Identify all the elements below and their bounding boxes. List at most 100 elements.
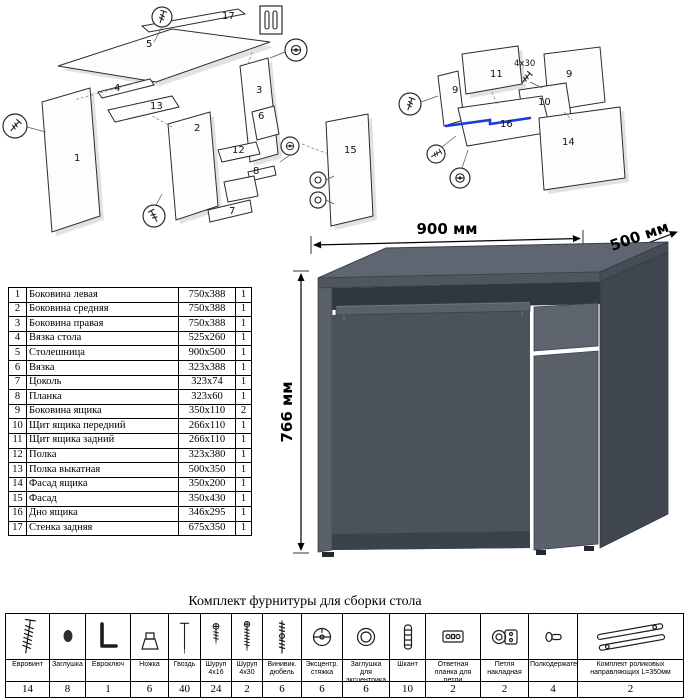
part-label-1: 1 [74, 153, 81, 164]
hardware-item: Полкодержатель 4 [529, 614, 578, 697]
part-qty-cell: 1 [235, 389, 252, 405]
part-name-cell: Цоколь [26, 374, 179, 391]
hardware-item-qty: 8 [50, 681, 85, 697]
part-qty-cell: 1 [235, 330, 252, 347]
hardware-item-qty: 40 [169, 681, 200, 697]
part-label-9-right: 9 [566, 69, 573, 80]
part-qty-cell: 1 [235, 418, 252, 434]
parts-table-row: 10 Щит ящика передний 266x110 1 [8, 418, 252, 434]
hardware-item: Ножка 6 [131, 614, 169, 697]
part-size-cell: 266x110 [178, 432, 236, 449]
hardware-item-qty: 2 [426, 681, 480, 697]
part-number-cell: 7 [8, 374, 27, 391]
hardware-item: Заглушка для эксцентрика 6 [343, 614, 390, 697]
parts-table-row: 14 Фасад ящика 350x200 1 [8, 476, 252, 493]
part-label-15: 15 [344, 145, 357, 156]
hardware-item-name: Заглушка для эксцентрика [343, 659, 389, 681]
desk-exploded-drawing [2, 5, 377, 236]
desk-render: 900 мм 500 мм 766 мм [278, 214, 689, 592]
part-size-cell: 323x388 [178, 359, 236, 376]
part-qty-cell: 1 [235, 520, 252, 537]
hardware-item-qty: 2 [232, 681, 262, 697]
part-name-cell: Фасад [26, 491, 179, 507]
parts-table: 1 Боковина левая 750x388 1 2 Боковина ср… [8, 287, 252, 537]
parts-table-row: 16 Дно ящика 346x295 1 [8, 505, 252, 522]
hardware-item-qty: 4 [529, 681, 577, 697]
part-label-6: 6 [258, 111, 265, 122]
hardware-item-qty: 10 [390, 681, 425, 697]
hardware-item-name: Ответная планка для петли [426, 659, 480, 681]
part-number-cell: 3 [8, 316, 27, 332]
part-qty-cell: 1 [235, 476, 252, 493]
part-size-cell: 346x295 [178, 505, 236, 522]
part-size-cell: 266x110 [178, 418, 236, 434]
part-number-cell: 4 [8, 330, 27, 347]
hardware-item: Винивик. дюбель 6 [263, 614, 302, 697]
parts-table-row: 6 Вязка 323x388 1 [8, 359, 252, 376]
leg-icon [131, 614, 168, 659]
part-name-cell: Полка выкатная [26, 462, 179, 478]
cam-lock-icon [302, 614, 342, 659]
cam-cap-icon [343, 614, 389, 659]
hardware-item: Комплект роликовых направляющих L=350мм … [578, 614, 683, 697]
hardware-item: Петля накладная 2 [481, 614, 529, 697]
part-number-cell: 1 [8, 287, 27, 303]
part-qty-cell: 1 [235, 359, 252, 376]
parts-table-row: 15 Фасад 350x430 1 [8, 491, 252, 507]
hardware-item: Ответная планка для петли 2 [426, 614, 481, 697]
hardware-item-name: Эксцентр. стяжка [302, 659, 342, 681]
part-name-cell: Столешница [26, 345, 179, 361]
parts-table-row: 3 Боковина правая 750x388 1 [8, 316, 252, 332]
dowel-screw-icon [263, 614, 301, 659]
hinge-icon [481, 614, 528, 659]
part-label-9-left: 9 [452, 85, 459, 96]
hardware-item-qty: 6 [131, 681, 168, 697]
hardware-item-name: Ножка [131, 659, 168, 681]
parts-table-row: 2 Боковина средняя 750x388 1 [8, 301, 252, 318]
part-size-cell: 525x260 [178, 330, 236, 347]
wood-dowel-icon [390, 614, 425, 659]
hardware-item: Гвоздь 40 [169, 614, 201, 697]
part-number-cell: 15 [8, 491, 27, 507]
part-name-cell: Боковина ящика [26, 403, 179, 420]
desk-3d-drawing: 900 мм 500 мм 766 мм [278, 218, 678, 557]
part-number-cell: 11 [8, 432, 27, 449]
hardware-item-name: Винивик. дюбель [263, 659, 301, 681]
shelf-pin-icon [529, 614, 577, 659]
hardware-item-name: Заглушка [50, 659, 85, 681]
part-size-cell: 350x430 [178, 491, 236, 507]
part-number-cell: 10 [8, 418, 27, 434]
part-size-cell: 323x380 [178, 447, 236, 464]
part-label-4: 4 [114, 83, 121, 94]
part-name-cell: Планка [26, 389, 179, 405]
hardware-kit-title: Комплект фурнитуры для сборки стола [188, 594, 422, 609]
part-qty-cell: 2 [235, 403, 252, 420]
parts-table-row: 9 Боковина ящика 350x110 2 [8, 403, 252, 420]
drawer-exploded-drawing [398, 45, 629, 194]
hardware-item-qty: 24 [201, 681, 231, 697]
part-number-cell: 13 [8, 462, 27, 478]
desk-exploded-diagram: 17 5 4 3 13 2 6 1 12 8 7 15 [2, 4, 400, 286]
cap-icon [50, 614, 85, 659]
parts-table-row: 17 Стенка задняя 675x350 1 [8, 520, 252, 537]
hardware-item-qty: 6 [263, 681, 301, 697]
part-qty-cell: 1 [235, 462, 252, 478]
part-size-cell: 675x350 [178, 520, 236, 537]
part-label-17: 17 [222, 11, 235, 22]
part-name-cell: Фасад ящика [26, 476, 179, 493]
part-qty-cell: 1 [235, 447, 252, 464]
part-label-5: 5 [146, 39, 153, 50]
hardware-item: Шуруп 4x16 24 [201, 614, 232, 697]
hex-key-icon [86, 614, 130, 659]
parts-table-row: 8 Планка 323x60 1 [8, 389, 252, 405]
part-name-cell: Стенка задняя [26, 520, 179, 537]
part-label-13: 13 [150, 101, 163, 112]
hardware-item-qty: 6 [302, 681, 342, 697]
parts-table-row: 1 Боковина левая 750x388 1 [8, 287, 252, 303]
part-number-cell: 8 [8, 389, 27, 405]
hardware-item: Евровинт 14 [6, 614, 50, 697]
part-qty-cell: 1 [235, 374, 252, 391]
part-size-cell: 323x74 [178, 374, 236, 391]
parts-table-row: 7 Цоколь 323x74 1 [8, 374, 252, 391]
